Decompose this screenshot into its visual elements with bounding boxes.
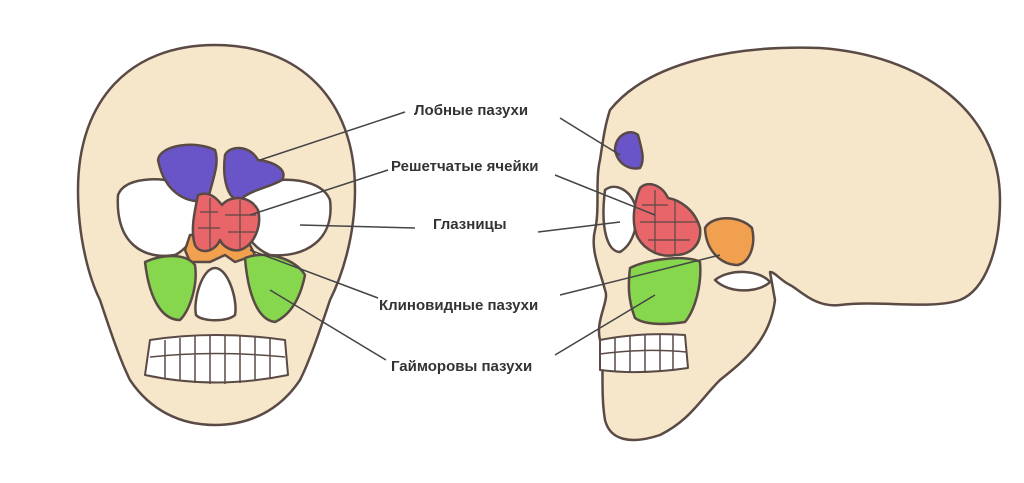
label-ethmoid-cells: Решетчатые ячейки: [391, 158, 539, 175]
front-frontal-sinus-left: [156, 143, 218, 203]
side-skull: [592, 46, 1002, 442]
front-nasal-cavity: [194, 266, 237, 322]
side-orbit: [602, 185, 638, 254]
side-frontal-sinus: [613, 131, 644, 170]
front-frontal-sinus-right: [223, 146, 285, 202]
front-maxillary-sinus-right: [243, 253, 307, 324]
side-maxillary-sinus: [627, 256, 702, 326]
label-sphenoid-sinuses: Клиновидные пазухи: [379, 297, 539, 314]
side-ethmoid-cells: [632, 182, 702, 257]
side-ear-opening: [713, 270, 772, 292]
front-maxillary-sinus-left: [143, 254, 197, 322]
side-teeth: [599, 333, 689, 374]
front-ethmoid-cells: [191, 192, 261, 253]
leader-lines: [249, 111, 721, 361]
label-frontal-sinuses: Лобные пазухи: [414, 102, 529, 119]
label-orbits: Глазницы: [433, 216, 507, 233]
front-teeth: [144, 334, 289, 384]
label-maxillary-sinuses: Гайморовы пазухи: [391, 358, 533, 375]
